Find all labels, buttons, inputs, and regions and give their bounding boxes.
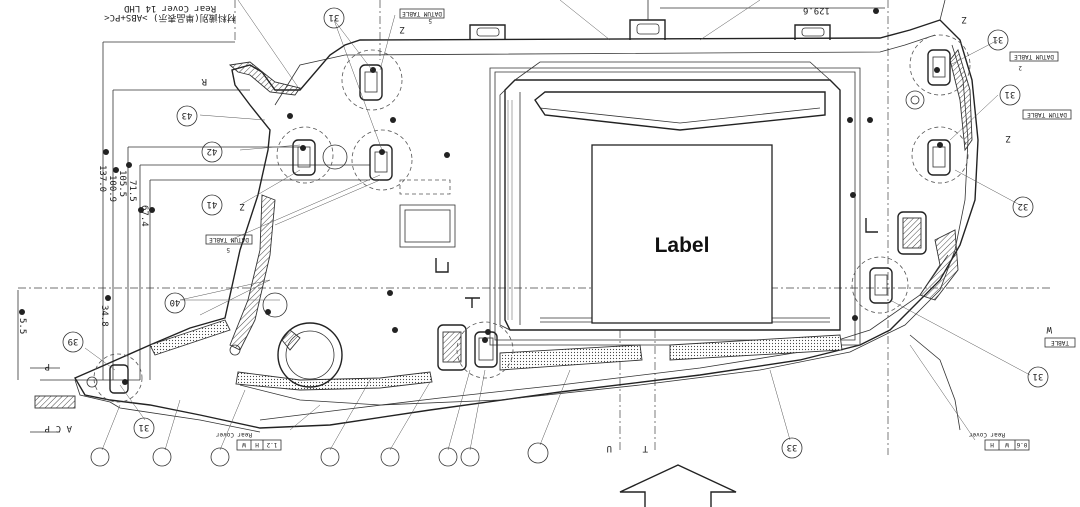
top-clip-tabs <box>469 0 831 40</box>
callout-40: 40 <box>164 292 186 314</box>
leader-lines <box>84 0 1031 451</box>
svg-text:5: 5 <box>226 246 230 253</box>
label-area <box>591 144 773 324</box>
callout-41: 41 <box>201 194 223 216</box>
svg-text:A C: A C <box>56 423 72 433</box>
svg-text:39: 39 <box>68 336 79 346</box>
svg-text:34.8: 34.8 <box>99 305 109 327</box>
svg-text:31: 31 <box>993 34 1004 44</box>
svg-text:31: 31 <box>329 12 340 22</box>
material-mark-right: Rear Cover 0.6 W H <box>968 431 1030 451</box>
svg-text:5: 5 <box>428 17 432 24</box>
hook-features <box>435 218 878 308</box>
clip-features <box>86 34 971 403</box>
svg-text:32: 32 <box>1018 201 1029 211</box>
svg-text:Rear Cover: Rear Cover <box>215 431 252 438</box>
svg-text:DATUM TABLE: DATUM TABLE <box>402 10 442 17</box>
svg-text:1.2: 1.2 <box>266 441 277 448</box>
svg-text:100.9: 100.9 <box>107 175 117 202</box>
svg-text:U: U <box>607 443 612 453</box>
svg-text:TABLE: TABLE <box>1051 339 1069 346</box>
callout-31: 31 <box>987 29 1009 51</box>
datum-tags: DATUM TABLE 5 Z DATUM TABLE 2 Z DATUM TA… <box>30 8 1076 453</box>
dimension-values: 137.0 100.9 105.5 71.5 67.4 34.8 5.5 129… <box>17 5 879 334</box>
svg-text:Z: Z <box>1005 133 1011 143</box>
svg-text:T: T <box>642 443 648 453</box>
label-text: Label <box>655 234 710 257</box>
svg-text:33: 33 <box>787 442 798 452</box>
callout-31: 31 <box>999 84 1021 106</box>
svg-text:DATUM TABLE: DATUM TABLE <box>1014 53 1054 60</box>
svg-text:31: 31 <box>1033 371 1044 381</box>
foam-strips <box>34 49 973 409</box>
display-unit: Label <box>499 61 841 331</box>
material-mark-left: Rear Cover 1.2 H W <box>215 431 282 451</box>
svg-text:129.6: 129.6 <box>803 5 830 15</box>
svg-text:40: 40 <box>170 297 181 307</box>
svg-text:31: 31 <box>139 422 150 432</box>
svg-text:5.5: 5.5 <box>17 318 27 334</box>
svg-text:Z: Z <box>239 201 245 211</box>
svg-text:105.5: 105.5 <box>117 170 127 197</box>
svg-text:Rear Cover: Rear Cover <box>968 431 1005 438</box>
svg-text:0.6: 0.6 <box>1016 441 1027 448</box>
svg-text:H: H <box>990 441 994 448</box>
svg-text:31: 31 <box>1005 89 1016 99</box>
svg-text:42: 42 <box>207 146 218 156</box>
callout-32: 32 <box>1012 196 1034 218</box>
callout-39: 39 <box>62 331 84 353</box>
callout-33: 33 <box>781 437 803 459</box>
svg-text:P: P <box>44 423 50 433</box>
dimension-lines <box>40 41 370 381</box>
callout-31: 31 <box>323 7 345 29</box>
svg-text:137.0: 137.0 <box>97 165 107 192</box>
callout-42: 42 <box>201 141 223 163</box>
svg-text:Z: Z <box>399 24 405 34</box>
svg-text:W: W <box>242 441 246 448</box>
inner-panel <box>274 34 936 346</box>
svg-text:P: P <box>44 361 50 371</box>
svg-text:DATUM TABLE: DATUM TABLE <box>1027 111 1067 118</box>
callout-balloons: 31 31 31 31 31 32 33 39 40 41 42 43 <box>62 7 1049 467</box>
view-direction-arrow <box>619 464 737 507</box>
reference-lines <box>17 0 1050 455</box>
svg-text:71.5: 71.5 <box>127 180 137 202</box>
callout-31: 31 <box>133 417 155 439</box>
callout-43: 43 <box>176 105 198 127</box>
svg-text:43: 43 <box>182 110 193 120</box>
svg-text:41: 41 <box>207 199 218 209</box>
svg-text:W: W <box>1046 324 1052 334</box>
svg-text:Rear Cover 14 LHD: Rear Cover 14 LHD <box>124 3 216 13</box>
svg-text:R: R <box>201 76 207 86</box>
svg-text:H: H <box>255 441 259 448</box>
svg-text:材料識別(単品表示) >ABS+PC<: 材料識別(単品表示) >ABS+PC< <box>104 12 236 24</box>
svg-text:67.4: 67.4 <box>139 205 149 227</box>
svg-text:2: 2 <box>1018 64 1022 71</box>
svg-text:Z: Z <box>961 14 967 24</box>
svg-text:W: W <box>1005 441 1009 448</box>
svg-text:DATUM TABLE: DATUM TABLE <box>209 236 249 243</box>
screw-holes <box>122 67 943 385</box>
callout-31: 31 <box>1027 366 1049 388</box>
title-block: Rear Cover 14 LHD 材料識別(単品表示) >ABS+PC< <box>104 3 236 24</box>
